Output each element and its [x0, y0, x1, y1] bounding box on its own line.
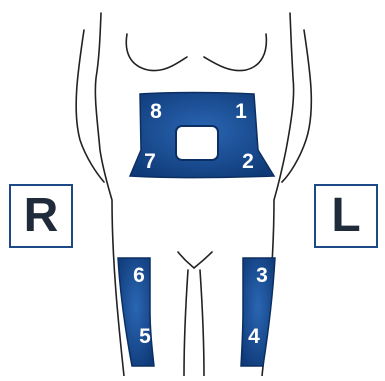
chest-curve-right — [126, 34, 187, 71]
torso-outline-right — [95, 13, 124, 376]
arm-outline-right — [76, 30, 104, 182]
belt-center-window — [176, 126, 218, 160]
zone-label-3: 3 — [256, 264, 268, 287]
zone-label-5: 5 — [139, 325, 151, 348]
zone-label-1: 1 — [235, 100, 247, 123]
crotch-line — [178, 252, 212, 268]
right-side-label: R — [9, 184, 73, 248]
thigh-inner-right — [184, 270, 188, 376]
zone-label-6: 6 — [133, 264, 145, 287]
thigh-inner-left — [200, 270, 204, 376]
chest-curve-left — [204, 34, 266, 71]
zone-label-2: 2 — [242, 150, 254, 173]
zone-label-7: 7 — [144, 150, 156, 173]
left-side-label: L — [314, 184, 378, 248]
arm-outline-left — [282, 30, 311, 182]
zone-label-4: 4 — [248, 325, 260, 348]
zone-label-8: 8 — [150, 100, 162, 123]
